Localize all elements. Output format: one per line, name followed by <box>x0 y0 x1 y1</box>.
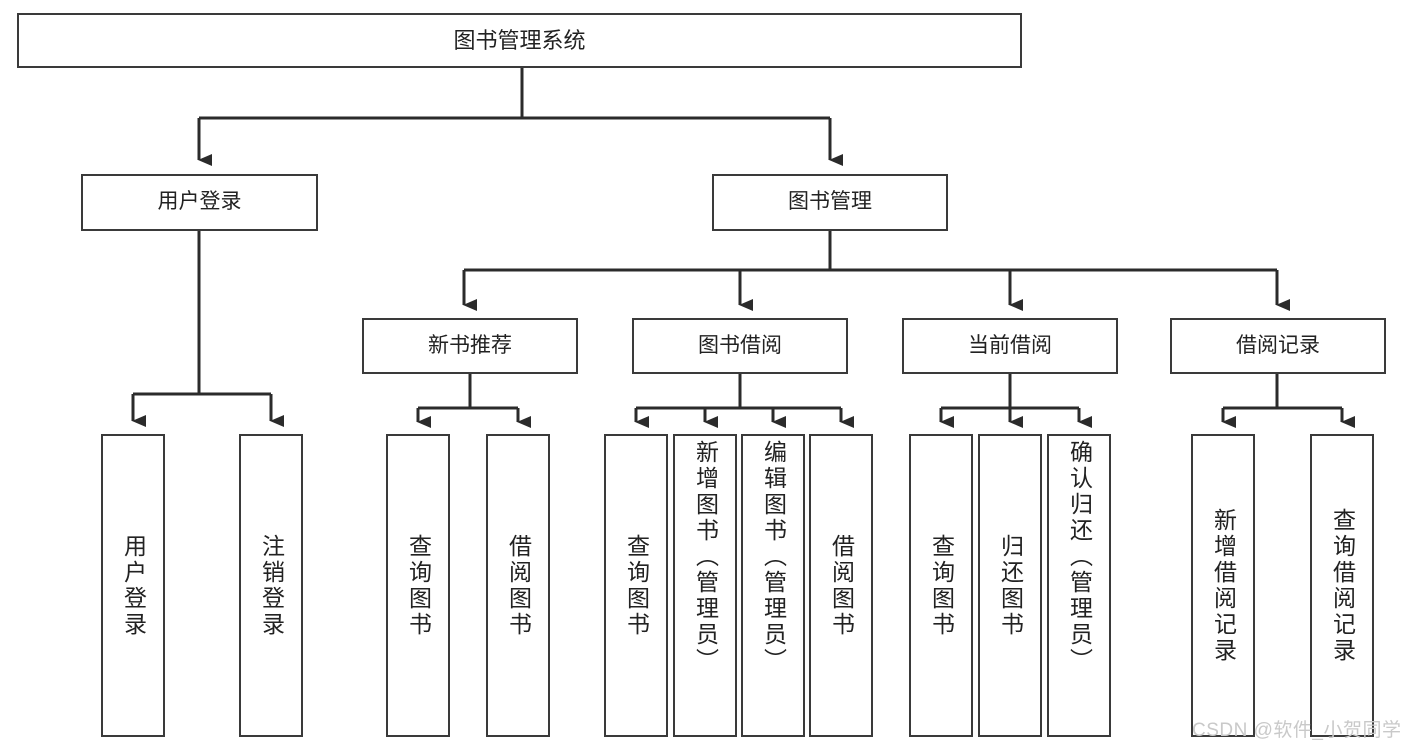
node-borrow-record[interactable]: 借阅记录 <box>1170 318 1386 374</box>
leaf-borrow-book-2[interactable]: 借阅图书 <box>809 434 873 737</box>
leaf-query-book-3-label: 查询图书 <box>928 533 955 638</box>
leaf-user-logout[interactable]: 注销登录 <box>239 434 303 737</box>
node-book-manage-label: 图书管理 <box>788 190 872 214</box>
leaf-return-book-label: 归还图书 <box>997 533 1024 638</box>
leaf-add-record-label: 新增借阅记录 <box>1210 507 1237 664</box>
leaf-query-book-2-label: 查询图书 <box>623 533 650 638</box>
leaf-query-book-1-label: 查询图书 <box>405 533 432 638</box>
leaf-user-login-label: 用户登录 <box>120 533 147 638</box>
leaf-add-book[interactable]: 新增图书（管理员） <box>673 434 737 737</box>
leaf-return-book[interactable]: 归还图书 <box>978 434 1042 737</box>
leaf-add-book-label: 新增图书（管理员） <box>692 440 719 674</box>
node-root-label: 图书管理系统 <box>453 27 586 53</box>
leaf-query-book-2[interactable]: 查询图书 <box>604 434 668 737</box>
leaf-add-record[interactable]: 新增借阅记录 <box>1191 434 1255 737</box>
csdn-watermark: CSDN @软件_小贺同学 <box>1192 720 1402 741</box>
node-root[interactable]: 图书管理系统 <box>17 13 1022 68</box>
leaf-confirm-return-label: 确认归还（管理员） <box>1066 440 1093 674</box>
leaf-edit-book[interactable]: 编辑图书（管理员） <box>741 434 805 737</box>
node-new-book-recommend[interactable]: 新书推荐 <box>362 318 578 374</box>
leaf-borrow-book-1-label: 借阅图书 <box>505 533 532 638</box>
leaf-edit-book-label: 编辑图书（管理员） <box>760 440 787 674</box>
leaf-user-login[interactable]: 用户登录 <box>101 434 165 737</box>
leaf-confirm-return[interactable]: 确认归还（管理员） <box>1047 434 1111 737</box>
node-borrow-record-label: 借阅记录 <box>1236 333 1320 357</box>
leaf-borrow-book-1[interactable]: 借阅图书 <box>486 434 550 737</box>
node-current-borrow[interactable]: 当前借阅 <box>902 318 1118 374</box>
node-user-login[interactable]: 用户登录 <box>81 174 318 231</box>
leaf-user-logout-label: 注销登录 <box>258 533 285 638</box>
node-user-login-label: 用户登录 <box>157 190 242 214</box>
leaf-query-book-3[interactable]: 查询图书 <box>909 434 973 737</box>
leaf-query-record-label: 查询借阅记录 <box>1329 507 1356 664</box>
node-book-borrow[interactable]: 图书借阅 <box>632 318 848 374</box>
node-book-borrow-label: 图书借阅 <box>698 333 782 357</box>
leaf-query-record[interactable]: 查询借阅记录 <box>1310 434 1374 737</box>
leaf-query-book-1[interactable]: 查询图书 <box>386 434 450 737</box>
node-book-manage[interactable]: 图书管理 <box>712 174 948 231</box>
node-new-book-recommend-label: 新书推荐 <box>428 333 512 357</box>
leaf-borrow-book-2-label: 借阅图书 <box>828 533 855 638</box>
node-current-borrow-label: 当前借阅 <box>968 333 1052 357</box>
